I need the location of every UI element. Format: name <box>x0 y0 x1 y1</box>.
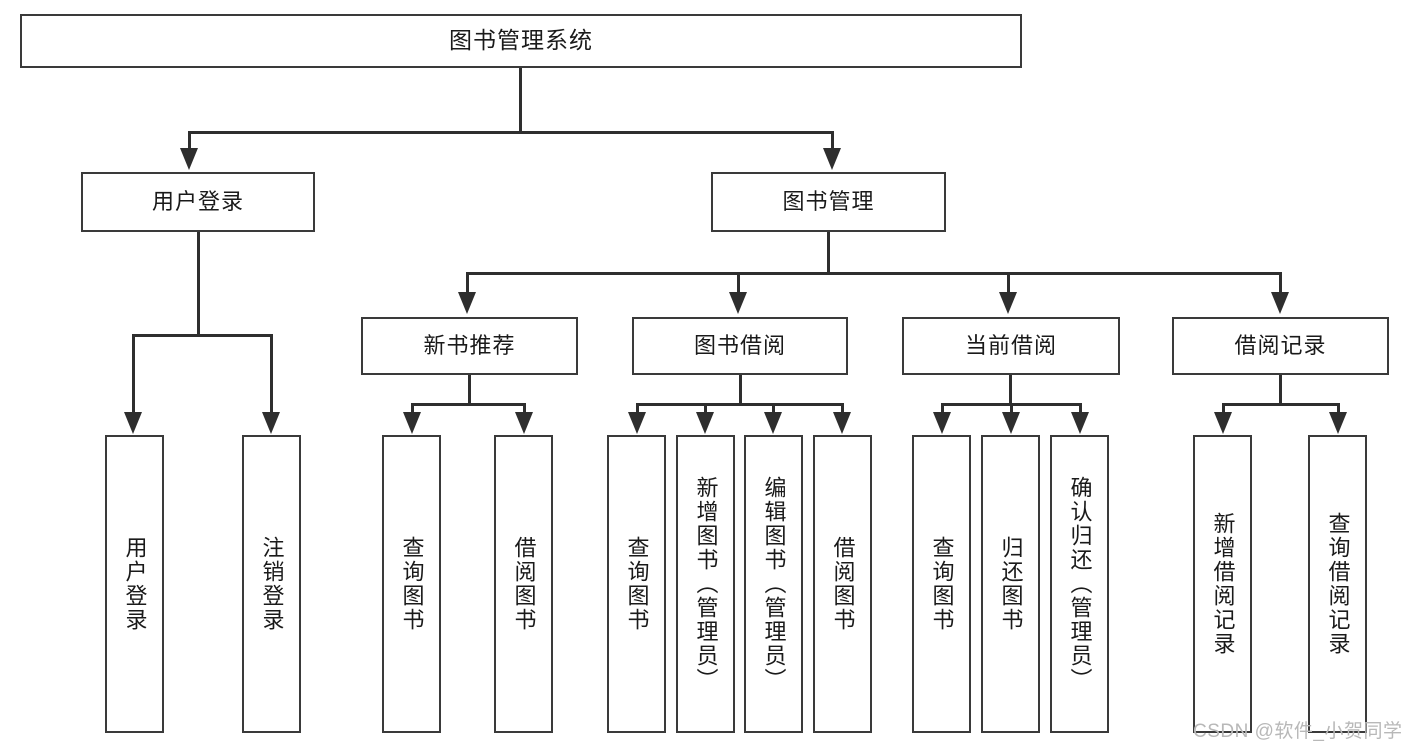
connector-cb-drop-1 <box>941 403 944 417</box>
connector-bm-drop-1 <box>466 272 469 297</box>
connector-root-drop-right <box>831 131 834 153</box>
leaf-confirm-return-label: 确认归还（管理员） <box>1067 476 1093 692</box>
node-current-borrow[interactable]: 当前借阅 <box>902 317 1120 375</box>
leaf-query-record[interactable]: 查询借阅记录 <box>1308 435 1367 733</box>
arrow-to-borrow-record <box>1271 292 1289 314</box>
leaf-query-book-1[interactable]: 查询图书 <box>382 435 441 733</box>
leaf-query-book-2-label: 查询图书 <box>624 536 650 632</box>
node-book-management[interactable]: 图书管理 <box>711 172 946 232</box>
leaf-borrow-book-1-label: 借阅图书 <box>511 536 537 632</box>
connector-bb-drop-2 <box>704 403 707 417</box>
connector-root-bus <box>188 131 834 134</box>
connector-nbr-drop-2 <box>523 403 526 417</box>
leaf-borrow-book-2-label: 借阅图书 <box>830 536 856 632</box>
leaf-user-login-label: 用户登录 <box>122 536 148 632</box>
arrow-to-current-borrow <box>999 292 1017 314</box>
connector-bm-drop-4 <box>1279 272 1282 297</box>
node-book-borrow-label: 图书借阅 <box>693 332 786 358</box>
leaf-add-record[interactable]: 新增借阅记录 <box>1193 435 1252 733</box>
leaf-confirm-return[interactable]: 确认归还（管理员） <box>1050 435 1109 733</box>
connector-user-login-stem <box>197 232 200 335</box>
node-user-login[interactable]: 用户登录 <box>81 172 315 232</box>
connector-book-management-bus <box>466 272 1282 275</box>
csdn-watermark: CSDN @软件_小贺同学 <box>1193 721 1403 742</box>
connector-br-bus <box>1222 403 1340 406</box>
connector-br-drop-1 <box>1222 403 1225 417</box>
node-user-login-label: 用户登录 <box>151 188 244 214</box>
leaf-query-record-label: 查询借阅记录 <box>1325 512 1351 656</box>
arrow-to-leaf-borrow-book-1 <box>515 412 533 434</box>
leaf-logout-login[interactable]: 注销登录 <box>242 435 301 733</box>
arrow-to-leaf-query-book-2 <box>628 412 646 434</box>
arrow-to-leaf-confirm-return <box>1071 412 1089 434</box>
arrow-to-leaf-query-book-3 <box>933 412 951 434</box>
connector-user-login-drop-2 <box>270 334 273 417</box>
connector-user-login-bus <box>132 334 273 337</box>
connector-nbr-bus <box>411 403 526 406</box>
leaf-return-book-label: 归还图书 <box>998 536 1024 632</box>
leaf-query-book-3[interactable]: 查询图书 <box>912 435 971 733</box>
leaf-borrow-book-2[interactable]: 借阅图书 <box>813 435 872 733</box>
connector-bm-drop-2 <box>737 272 740 297</box>
node-new-book-recommend[interactable]: 新书推荐 <box>361 317 578 375</box>
arrow-to-leaf-add-record <box>1214 412 1232 434</box>
connector-cb-stem <box>1009 375 1012 405</box>
node-root-label: 图书管理系统 <box>449 27 593 54</box>
connector-bb-drop-3 <box>772 403 775 417</box>
connector-bb-drop-4 <box>841 403 844 417</box>
node-borrow-record[interactable]: 借阅记录 <box>1172 317 1389 375</box>
connector-cb-drop-3 <box>1079 403 1082 417</box>
leaf-add-book-label: 新增图书（管理员） <box>693 476 719 692</box>
node-book-management-label: 图书管理 <box>782 188 875 214</box>
connector-book-management-stem <box>827 232 830 274</box>
arrow-to-leaf-query-book-1 <box>403 412 421 434</box>
leaf-query-book-1-label: 查询图书 <box>399 536 425 632</box>
leaf-query-book-2[interactable]: 查询图书 <box>607 435 666 733</box>
leaf-edit-book[interactable]: 编辑图书（管理员） <box>744 435 803 733</box>
leaf-add-book[interactable]: 新增图书（管理员） <box>676 435 735 733</box>
connector-nbr-drop-1 <box>411 403 414 417</box>
node-new-book-recommend-label: 新书推荐 <box>423 332 516 358</box>
connector-nbr-stem <box>468 375 471 405</box>
arrow-to-leaf-logout-login <box>262 412 280 434</box>
arrow-to-leaf-add-book <box>696 412 714 434</box>
leaf-query-book-3-label: 查询图书 <box>929 536 955 632</box>
connector-root-drop-left <box>188 131 191 153</box>
arrow-to-book-management <box>823 148 841 170</box>
arrow-to-leaf-user-login <box>124 412 142 434</box>
leaf-user-login[interactable]: 用户登录 <box>105 435 164 733</box>
leaf-borrow-book-1[interactable]: 借阅图书 <box>494 435 553 733</box>
leaf-logout-login-label: 注销登录 <box>259 536 285 632</box>
connector-cb-drop-2 <box>1010 403 1013 417</box>
arrow-to-book-borrow <box>729 292 747 314</box>
arrow-to-leaf-query-record <box>1329 412 1347 434</box>
connector-br-stem <box>1279 375 1282 405</box>
connector-bb-bus <box>636 403 844 406</box>
leaf-edit-book-label: 编辑图书（管理员） <box>761 476 787 692</box>
node-borrow-record-label: 借阅记录 <box>1234 332 1327 358</box>
arrow-to-leaf-return-book <box>1002 412 1020 434</box>
connector-bb-drop-1 <box>636 403 639 417</box>
arrow-to-user-login <box>180 148 198 170</box>
arrow-to-leaf-borrow-book-2 <box>833 412 851 434</box>
connector-root-stem <box>519 68 522 131</box>
connector-bm-drop-3 <box>1007 272 1010 297</box>
node-current-borrow-label: 当前借阅 <box>964 332 1057 358</box>
connector-br-drop-2 <box>1337 403 1340 417</box>
leaf-return-book[interactable]: 归还图书 <box>981 435 1040 733</box>
node-root-system[interactable]: 图书管理系统 <box>20 14 1022 68</box>
node-book-borrow[interactable]: 图书借阅 <box>632 317 848 375</box>
arrow-to-new-book-recommend <box>458 292 476 314</box>
connector-bb-stem <box>739 375 742 405</box>
connector-user-login-drop-1 <box>132 334 135 417</box>
leaf-add-record-label: 新增借阅记录 <box>1210 512 1236 656</box>
arrow-to-leaf-edit-book <box>764 412 782 434</box>
